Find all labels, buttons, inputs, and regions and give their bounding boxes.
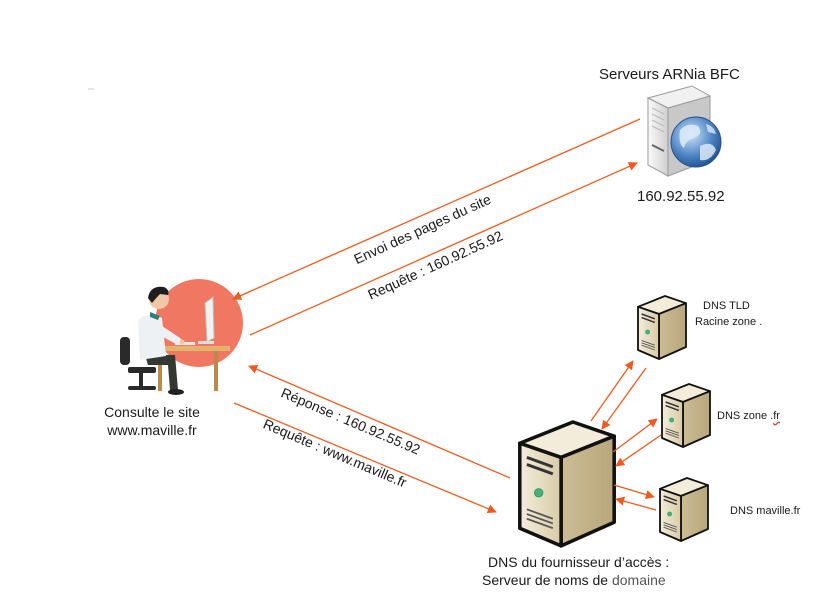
dns-fr-label-a: DNS zone .: [717, 410, 774, 422]
isp-dns-label-line2-b: domaine: [611, 572, 666, 588]
person-at-computer-icon: [120, 286, 230, 395]
isp-dns-label-line2-a: Serveur de noms de: [482, 572, 609, 588]
isp-dns-label-line1: DNS du fournisseur d’accès :: [488, 554, 670, 570]
arnia-ip: 160.92.55.92: [637, 188, 725, 205]
arrow-to-maville: [613, 484, 655, 500]
dns-fr-label-b: fr: [773, 410, 780, 422]
arrow-envoi-pages: [232, 118, 641, 300]
dns-maville-label: DNS maville.fr: [730, 505, 801, 517]
arrow-from-tld: [601, 367, 647, 430]
user-label-line1: Consulte le site: [104, 404, 200, 420]
arrow-requete-domaine: [233, 402, 497, 514]
dns-tld-label-line1: DNS TLD: [703, 300, 750, 312]
arnia-title: Serveurs ARNia BFC: [599, 66, 740, 83]
arrow-to-tld: [590, 360, 634, 422]
isp-dns-label-line2: Serveur de noms de domaine: [482, 572, 666, 588]
arrow-reponse-ip: [248, 365, 511, 479]
arrow-from-fr: [615, 434, 662, 467]
arrow-from-maville: [615, 496, 657, 511]
user-label-line2: www.maville.fr: [107, 422, 197, 438]
dns-fr-server-icon: [661, 383, 711, 448]
dns-tld-server-icon: [637, 295, 687, 360]
dns-maville-server-icon: [659, 477, 709, 542]
arrow-requete-ip: [249, 162, 638, 336]
arrow-to-fr: [612, 418, 658, 453]
dns-tld-label-line2: Racine zone .: [695, 316, 763, 328]
dns-fr-label: DNS zone .fr: [717, 410, 780, 422]
isp-dns-server-icon: [518, 420, 616, 548]
globe-icon: [670, 116, 722, 168]
